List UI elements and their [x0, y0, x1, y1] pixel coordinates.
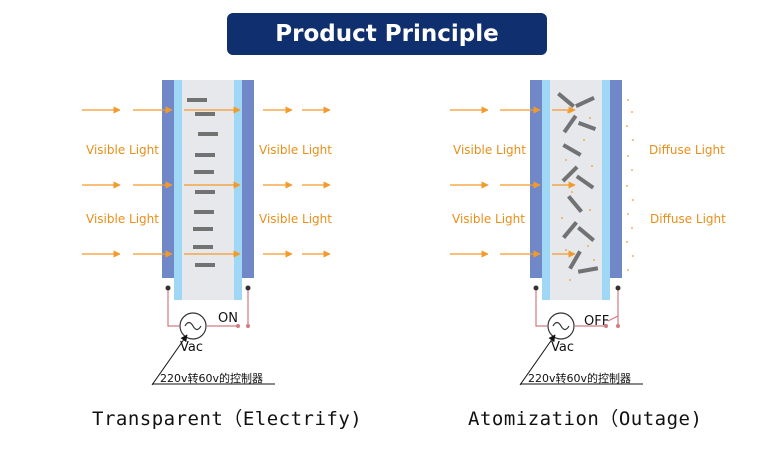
- vac-label: Vac: [180, 340, 203, 355]
- right-in-label-2: Visible Light: [452, 212, 525, 226]
- scatter-dots: [561, 99, 634, 281]
- electrode-right: [234, 80, 242, 300]
- controller-pointer: [519, 334, 556, 386]
- controller-pointer: [151, 334, 188, 386]
- controller-label: 220v转60v的控制器: [160, 372, 264, 385]
- caption-atomization: Atomization（Outage): [468, 408, 703, 430]
- vac-label: Vac: [551, 340, 574, 355]
- light-arrows: [82, 106, 331, 258]
- electrode-left: [542, 80, 550, 300]
- outer-glass-left: [530, 80, 542, 278]
- switch-label-off: OFF: [584, 314, 610, 329]
- panel-transparent: [82, 80, 331, 386]
- electrode-right: [602, 80, 610, 300]
- outer-glass-left: [162, 80, 174, 278]
- random-molecules: [557, 92, 599, 274]
- title-banner: Product Principle: [227, 13, 547, 55]
- left-in-label-2: Visible Light: [86, 212, 159, 226]
- controller-label: 220v转60v的控制器: [528, 372, 632, 385]
- left-out-label-2: Visible Light: [259, 212, 332, 226]
- circuit-wires: [535, 288, 619, 327]
- switch-label-on: ON: [218, 311, 238, 326]
- panel-atomization: [450, 80, 643, 386]
- left-in-label-1: Visible Light: [86, 143, 159, 157]
- switch-icon: [604, 324, 608, 328]
- aligned-molecules: [187, 98, 218, 267]
- right-out-label-1: Diffuse Light: [649, 143, 725, 157]
- switch-icon: [236, 324, 240, 328]
- right-in-label-1: Visible Light: [453, 143, 526, 157]
- outer-glass-right: [242, 80, 254, 278]
- circuit-wires: [167, 288, 249, 327]
- electrode-left: [174, 80, 182, 300]
- outer-glass-right: [610, 80, 622, 278]
- caption-transparent: Transparent（Electrify): [92, 408, 363, 430]
- left-out-label-1: Visible Light: [259, 143, 332, 157]
- right-out-label-2: Diffuse Light: [650, 212, 726, 226]
- light-arrows: [450, 106, 576, 258]
